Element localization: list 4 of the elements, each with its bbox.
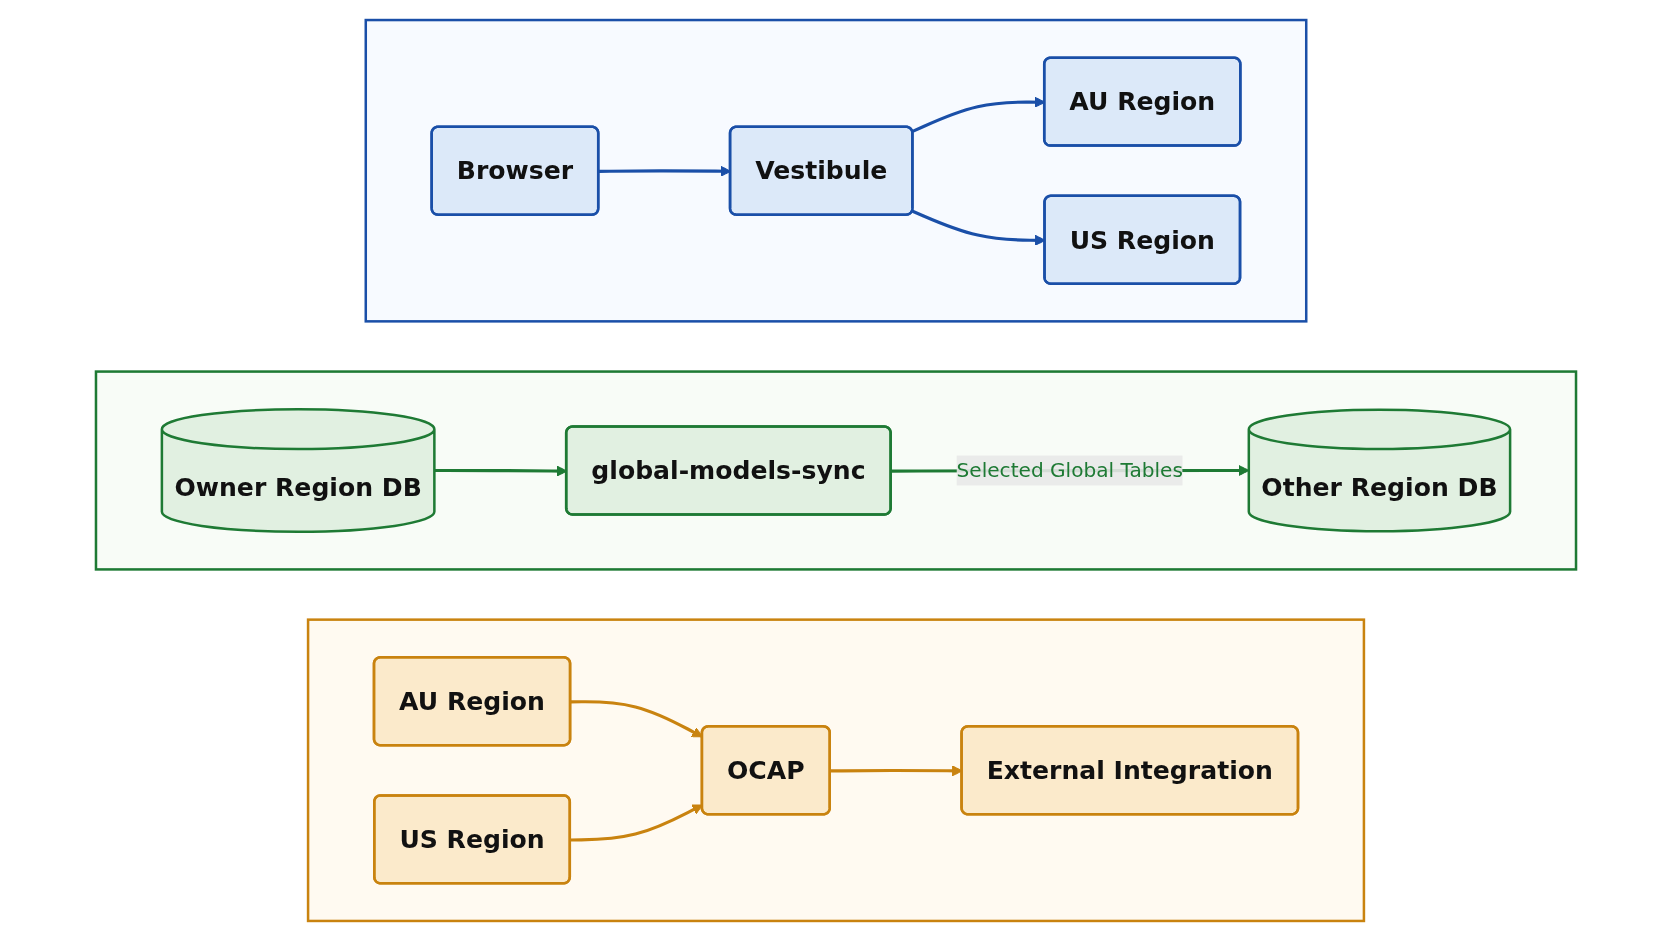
edge-label: Selected Global Tables xyxy=(956,457,1183,482)
cluster xyxy=(364,18,1308,323)
cluster xyxy=(94,370,1578,571)
cluster xyxy=(306,618,1366,923)
